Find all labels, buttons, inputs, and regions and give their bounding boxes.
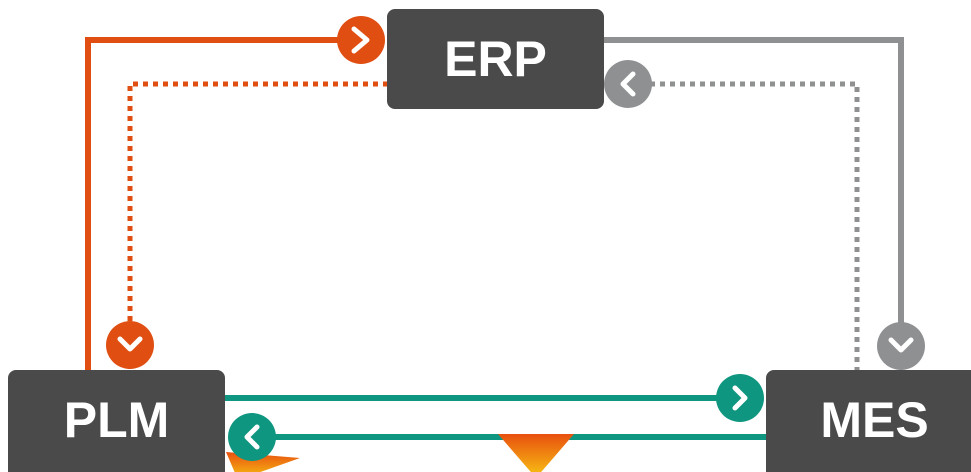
chevron-right-icon [716,374,764,422]
plm-node: PLM [8,370,225,472]
mes-to-erp-dotted-line [650,81,860,372]
mes-node: MES [766,370,971,472]
erp-label: ERP [444,31,547,87]
chevron-left-icon [604,60,652,108]
chevron-right-icon [337,16,385,64]
chevron-down-icon [106,321,154,369]
accent-triangle-center [498,434,574,472]
erp-node: ERP [387,9,604,109]
chevron-left-icon [228,413,276,461]
erp-to-plm-dotted-line [127,81,388,330]
erp-to-mes-line [604,37,904,326]
plm-to-erp-line [85,37,360,372]
chevron-down-icon [877,322,925,370]
plm-label: PLM [64,392,170,448]
mes-label: MES [820,392,928,448]
